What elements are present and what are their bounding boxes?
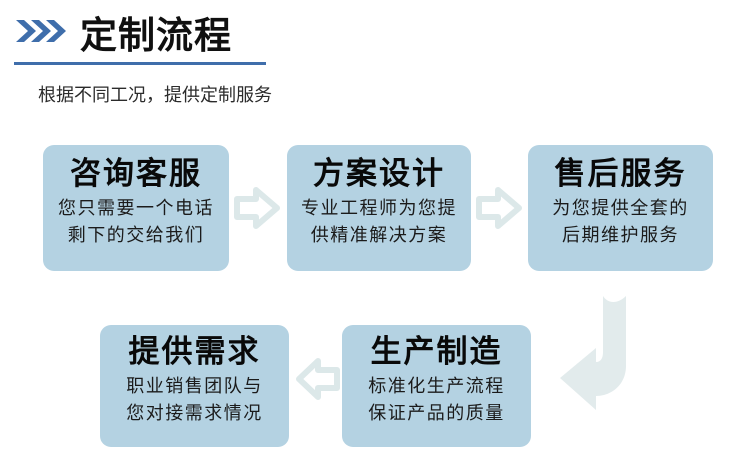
flow-step-body: 您只需要一个电话 剩下的交给我们 bbox=[58, 195, 214, 249]
flow-step-body-line: 职业销售团队与 bbox=[126, 376, 263, 396]
flow-step-title: 生产制造 bbox=[370, 334, 503, 369]
flow-step-title: 提供需求 bbox=[128, 334, 261, 369]
triple-chevron-right-icon bbox=[14, 17, 66, 50]
flow-step-body-line: 专业工程师为您提 bbox=[301, 198, 457, 218]
flow-step-body-line: 标准化生产流程 bbox=[368, 376, 505, 396]
arrow-left-icon bbox=[296, 357, 340, 406]
flow-step-card-5[interactable]: 生产制造 标准化生产流程 保证产品的质量 bbox=[342, 325, 531, 447]
title-underline-divider bbox=[14, 62, 266, 65]
page-title: 定制流程 bbox=[80, 15, 232, 56]
flow-step-body: 专业工程师为您提 供精准解决方案 bbox=[301, 195, 457, 249]
flow-step-body: 为您提供全套的 后期维护服务 bbox=[552, 195, 689, 249]
flow-step-title: 咨询客服 bbox=[70, 156, 202, 191]
arrow-elbow-down-left-icon bbox=[556, 292, 646, 427]
flow-step-title: 售后服务 bbox=[554, 156, 687, 191]
flow-step-body-line: 后期维护服务 bbox=[562, 225, 679, 245]
flow-step-card-4[interactable]: 提供需求 职业销售团队与 您对接需求情况 bbox=[100, 325, 289, 447]
arrow-right-icon bbox=[476, 186, 522, 235]
flow-step-body: 职业销售团队与 您对接需求情况 bbox=[126, 373, 263, 427]
flow-step-body-line: 供精准解决方案 bbox=[310, 225, 448, 245]
flow-step-body-line: 为您提供全套的 bbox=[552, 198, 689, 218]
flow-step-body-line: 您对接需求情况 bbox=[126, 403, 263, 423]
arrow-right-icon bbox=[234, 186, 280, 235]
flow-step-body: 标准化生产流程 保证产品的质量 bbox=[368, 373, 505, 427]
flow-step-card-1[interactable]: 咨询客服 您只需要一个电话 剩下的交给我们 bbox=[43, 145, 229, 271]
page-subtitle: 根据不同工况，提供定制服务 bbox=[38, 85, 272, 105]
flow-step-body-line: 剩下的交给我们 bbox=[67, 225, 205, 245]
flow-step-title: 方案设计 bbox=[313, 156, 445, 191]
flow-step-card-2[interactable]: 方案设计 专业工程师为您提 供精准解决方案 bbox=[287, 145, 471, 271]
flow-step-card-3[interactable]: 售后服务 为您提供全套的 后期维护服务 bbox=[528, 145, 713, 271]
header-title-row: 定制流程 bbox=[14, 16, 232, 56]
flow-step-body-line: 您只需要一个电话 bbox=[58, 198, 214, 218]
flow-step-body-line: 保证产品的质量 bbox=[368, 403, 505, 423]
